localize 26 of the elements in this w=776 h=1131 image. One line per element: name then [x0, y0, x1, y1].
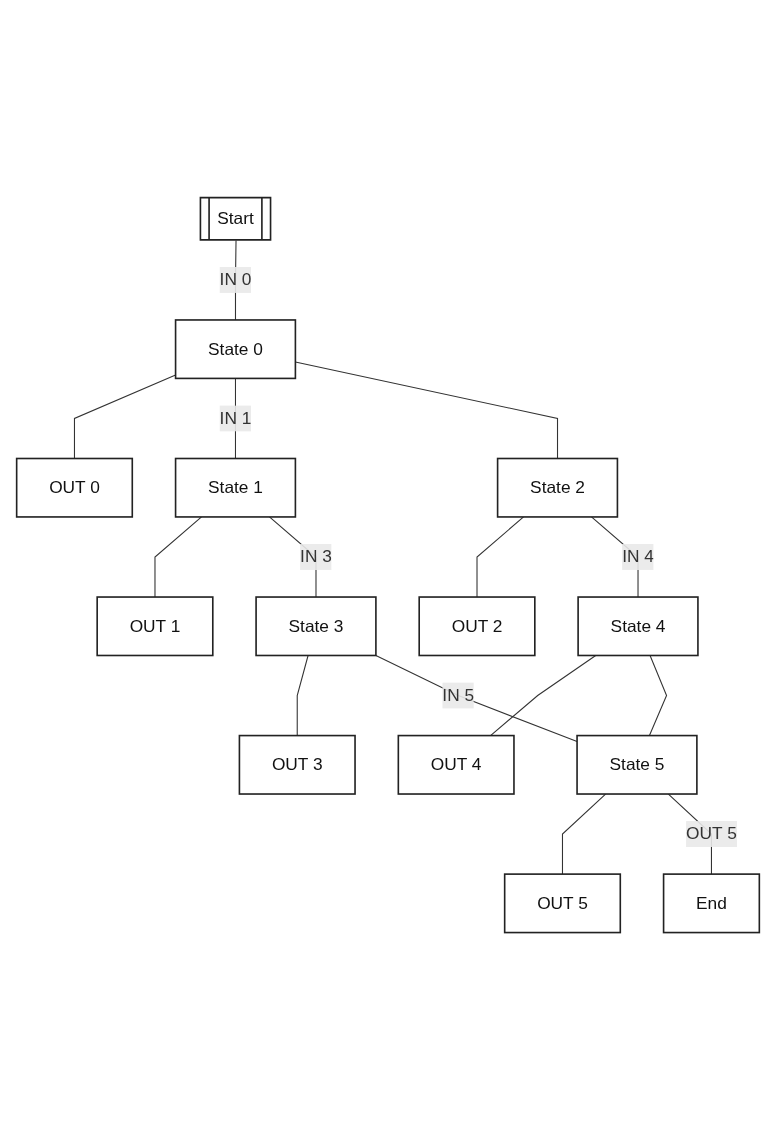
connector [296, 655, 309, 737]
node-box: OUT 5 [503, 873, 622, 934]
edge-label: OUT 5 [686, 824, 737, 844]
node-box: OUT 0 [15, 458, 134, 519]
edge-label: IN 4 [622, 547, 654, 567]
node-box: State 4 [577, 596, 699, 657]
edge-label: IN 1 [219, 409, 252, 428]
connector [476, 516, 525, 598]
edge-label: IN 3 [300, 547, 332, 567]
connector [490, 655, 597, 737]
node-box: OUT 1 [96, 596, 214, 657]
node-box: OUT 3 [238, 735, 356, 796]
connector [648, 655, 668, 737]
node-box: OUT 2 [418, 596, 536, 657]
node-box: OUT 4 [397, 735, 515, 796]
edge-label: IN 0 [219, 270, 252, 289]
node-box: State 5 [576, 735, 698, 796]
node-box: State 2 [496, 458, 619, 519]
connector [375, 655, 578, 743]
node-box: State 0 [174, 319, 297, 380]
node-box: State 3 [255, 596, 377, 657]
connector [154, 516, 203, 598]
connector [561, 793, 607, 876]
edge-label: IN 5 [442, 686, 475, 705]
node-box: End [662, 873, 761, 934]
node-box: State 1 [174, 458, 297, 519]
